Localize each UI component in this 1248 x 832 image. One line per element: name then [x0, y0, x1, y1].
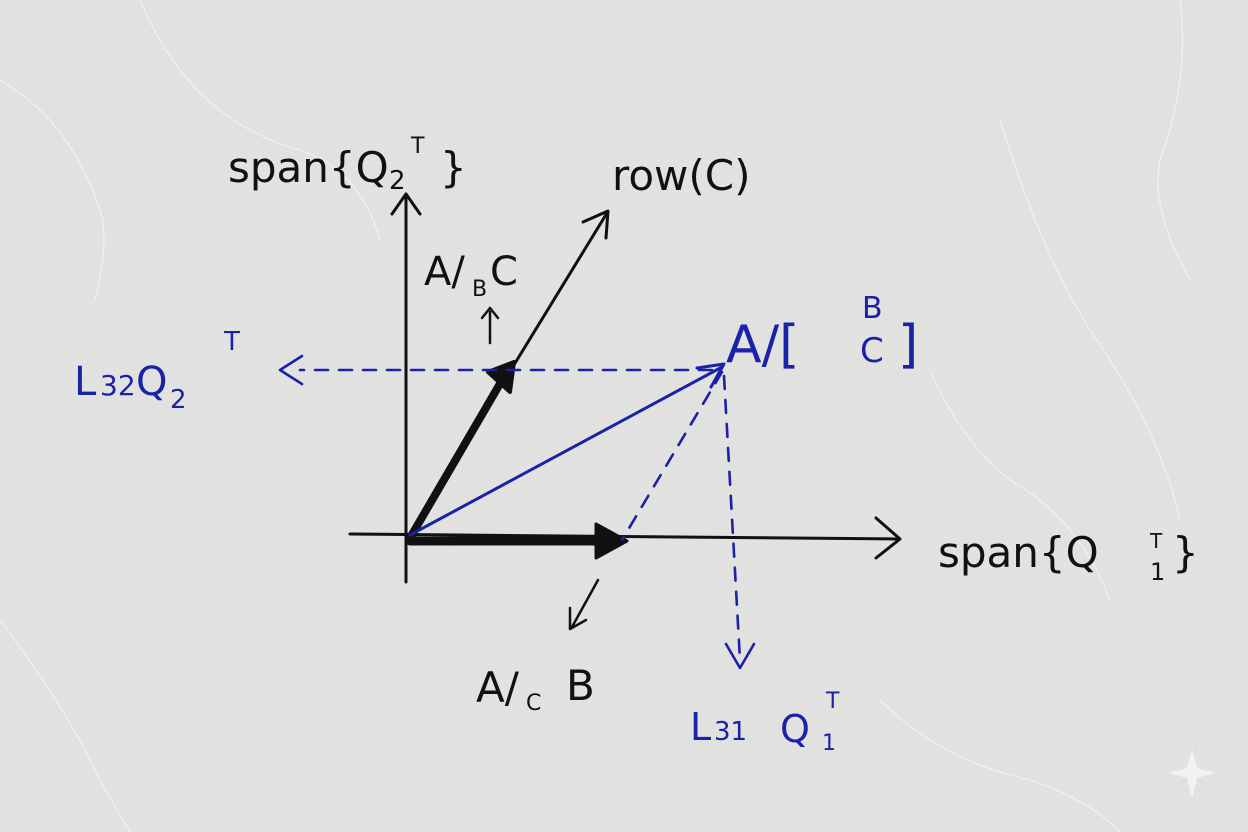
label-a-c-b: A/ C B — [476, 661, 595, 716]
label-l31-q1: L 31 Q 1 T — [690, 689, 840, 756]
l31-l: L — [690, 705, 711, 749]
projection-on-q1-axis — [405, 522, 629, 560]
a-b-c-c: C — [490, 249, 518, 295]
vertical-axis-arrowhead — [390, 192, 422, 216]
l32-arrowhead — [278, 354, 304, 386]
sparkle-icon — [1168, 748, 1216, 798]
l31-arrowhead — [724, 642, 756, 670]
dashed-to-q1 — [722, 374, 742, 662]
l31-index: 31 — [714, 717, 747, 747]
vector-a-bc — [408, 362, 726, 537]
a-bc-prefix: A/[ — [726, 315, 799, 375]
span-q1-subscript: 1 — [1150, 558, 1165, 586]
label-a-bc: A/[ B C ] — [726, 291, 918, 375]
a-bc-top: B — [862, 291, 883, 326]
a-c-b-b: B — [566, 661, 595, 710]
dashed-projections — [298, 368, 742, 662]
label-span-q2: span{Q 2 T } — [228, 134, 467, 196]
l32-subscript: 2 — [170, 385, 187, 415]
dashed-arrowheads — [278, 354, 756, 670]
l32-index: 32 — [100, 369, 136, 402]
label-l32-q2: L 32 Q 2 T — [74, 327, 240, 415]
vector-a-bc-arrowhead — [695, 362, 726, 389]
a-bc-close: ] — [898, 315, 918, 375]
span-q2-superscript: T — [410, 134, 425, 159]
l31-subscript: 1 — [822, 731, 836, 756]
paper-veins — [0, 0, 1191, 832]
l31-q: Q — [780, 707, 810, 751]
span-q1-close: } — [1172, 528, 1199, 577]
span-q1-main: span{Q — [938, 528, 1099, 577]
horizontal-axis-arrowhead — [874, 516, 902, 560]
span-q2-close: } — [440, 143, 467, 192]
a-b-c-pointer-arrow — [480, 306, 500, 345]
a-c-b-a: A/ — [476, 663, 520, 712]
l32-q: Q — [136, 359, 167, 405]
label-span-q1: span{Q 1 T } — [938, 528, 1199, 586]
l32-superscript: T — [223, 327, 240, 357]
a-bc-bottom: C — [860, 331, 884, 371]
l31-superscript: T — [825, 689, 840, 714]
label-a-b-c: A/ B C — [424, 249, 518, 302]
span-q1-superscript: T — [1149, 529, 1163, 553]
l32-l: L — [74, 359, 97, 405]
row-c-arrowhead — [581, 209, 610, 240]
span-q2-subscript: 2 — [389, 166, 406, 196]
a-c-b-subscript: C — [526, 691, 541, 716]
a-c-b-pointer-arrow — [568, 578, 600, 631]
dashed-to-a-c-b — [620, 370, 724, 542]
a-b-c-a: A/ — [424, 249, 465, 295]
span-q2-main: span{Q — [228, 143, 389, 192]
a-b-c-subscript: B — [472, 277, 487, 302]
label-row-c: row(C) — [612, 151, 751, 200]
